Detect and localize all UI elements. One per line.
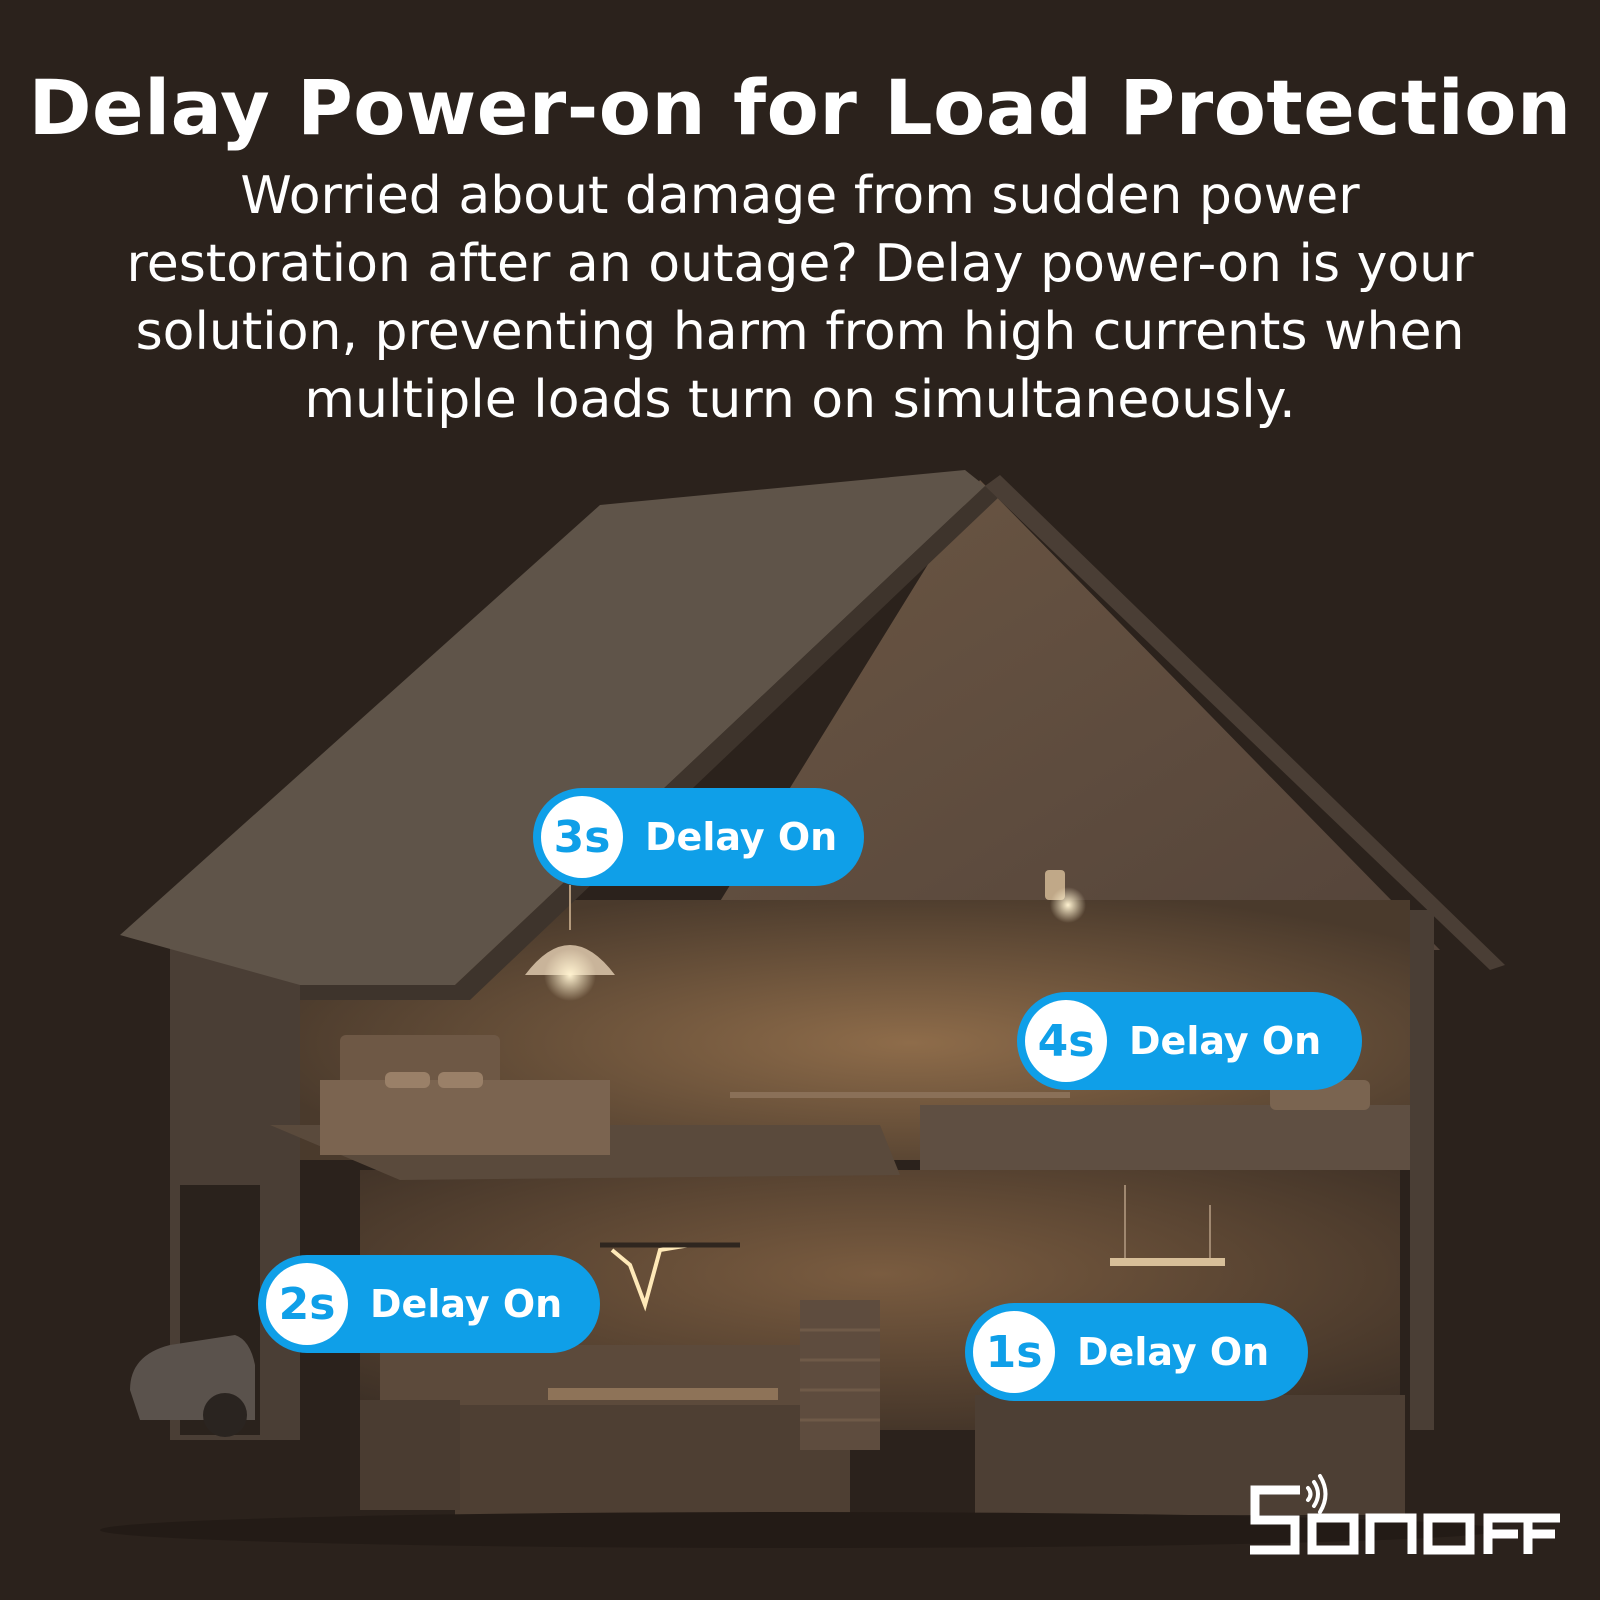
delay-callout-1s: 1s Delay On xyxy=(965,1303,1308,1401)
roof xyxy=(120,470,985,985)
delay-badge: 1s xyxy=(973,1311,1055,1393)
loft-railing xyxy=(730,1092,1070,1098)
attic-interior xyxy=(690,480,1440,950)
car-wheel xyxy=(203,1393,247,1437)
kitchen-island xyxy=(455,1405,850,1525)
neon-light xyxy=(610,1243,691,1312)
pendant-glow xyxy=(544,949,596,1001)
delay-badge: 2s xyxy=(266,1263,348,1345)
delay-label: Delay On xyxy=(1129,1019,1322,1063)
bed xyxy=(320,1080,610,1155)
front-wall-right xyxy=(975,1395,1405,1515)
page-subtitle: Worried about damage from sudden power r… xyxy=(126,166,1474,430)
staircase xyxy=(800,1300,880,1450)
wifi-signal-icon xyxy=(1306,1474,1328,1514)
right-wall xyxy=(1410,910,1434,1430)
delay-badge: 3s xyxy=(541,796,623,878)
delay-label: Delay On xyxy=(645,815,838,859)
loft-platform xyxy=(920,1105,1410,1170)
page-title: Delay Power-on for Load Protection xyxy=(28,63,1572,152)
ground-shadow xyxy=(100,1512,1500,1548)
living-pendant xyxy=(1110,1258,1225,1266)
dining-table xyxy=(548,1388,778,1400)
delay-callout-4s: 4s Delay On xyxy=(1017,992,1362,1090)
delay-badge: 4s xyxy=(1025,1000,1107,1082)
delay-label: Delay On xyxy=(370,1282,563,1326)
bed-pillow xyxy=(385,1072,430,1088)
delay-callout-3s: 3s Delay On xyxy=(533,788,864,886)
front-wall-left xyxy=(360,1400,460,1510)
sonoff-wordmark xyxy=(1250,1474,1560,1555)
bed-pillow xyxy=(438,1072,483,1088)
spotlight-glow xyxy=(1050,887,1086,923)
delay-callout-2s: 2s Delay On xyxy=(258,1255,600,1353)
delay-label: Delay On xyxy=(1077,1330,1270,1374)
sonoff-logo xyxy=(1250,1470,1560,1560)
roof-right-edge xyxy=(985,475,1505,970)
